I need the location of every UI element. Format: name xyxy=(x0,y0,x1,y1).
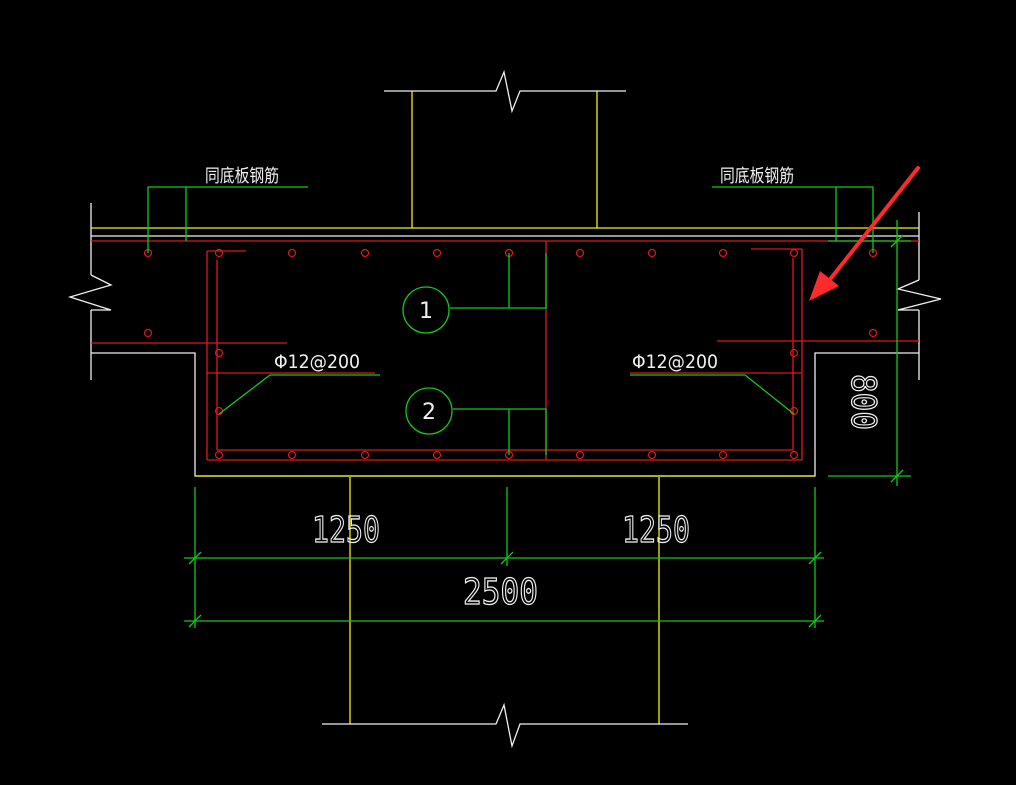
callout-1-circle xyxy=(402,286,450,334)
rebar-layout xyxy=(91,240,919,461)
lower-wall xyxy=(322,477,688,749)
lower-break-mark xyxy=(322,702,688,749)
callout-2-label: 2 xyxy=(422,400,436,425)
upper-break-mark xyxy=(384,69,626,114)
dim-total: 2500 xyxy=(463,572,538,613)
concrete-outline xyxy=(67,203,942,477)
callout-2: 2 xyxy=(405,387,453,435)
dim-left: 1250 xyxy=(312,510,380,551)
rebar-dots xyxy=(143,248,878,460)
note-right: 同底板钢筋 xyxy=(720,166,794,187)
dimension-lines xyxy=(184,220,911,628)
dim-right: 1250 xyxy=(622,510,690,551)
right-break-mark xyxy=(895,279,942,311)
rebar-spec-left: Φ12@200 xyxy=(274,351,360,373)
dim-depth: 800 xyxy=(843,374,883,430)
callout-1: 1 xyxy=(402,286,450,334)
callout-2-circle xyxy=(405,387,453,435)
note-left: 同底板钢筋 xyxy=(205,166,279,187)
callout-1-label: 1 xyxy=(419,299,433,324)
annotation-arrow xyxy=(809,166,920,301)
upper-wall xyxy=(384,69,626,228)
rebar-spec-right: Φ12@200 xyxy=(632,351,718,373)
leader-lines xyxy=(147,186,874,455)
left-break-mark xyxy=(67,274,113,311)
